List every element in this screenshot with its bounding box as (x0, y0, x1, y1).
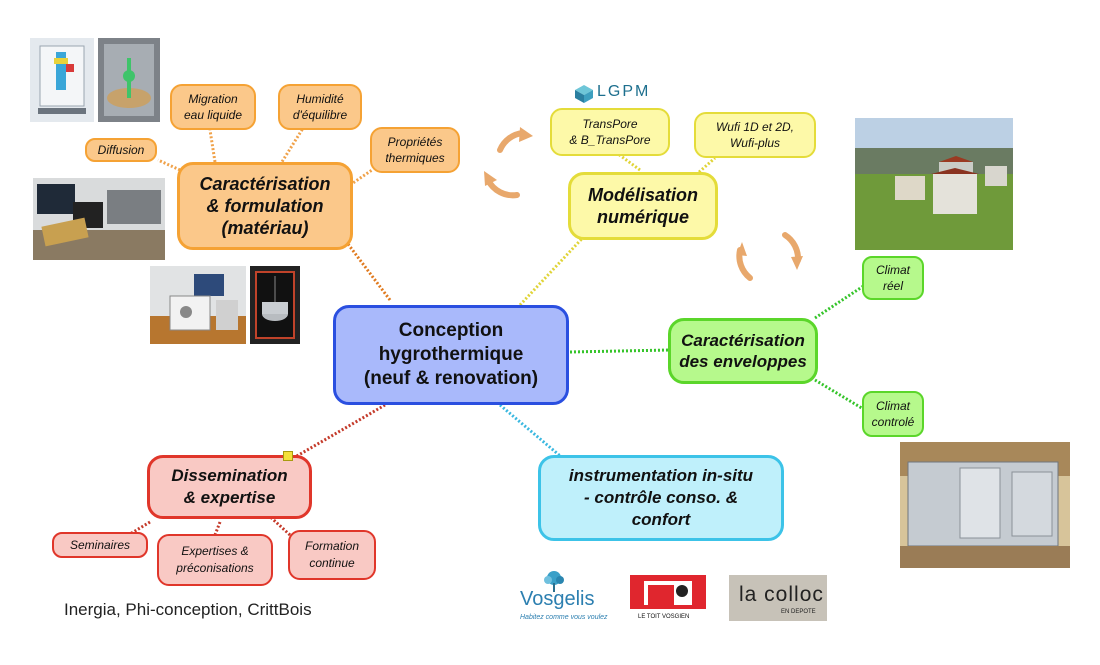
seminaires-label: Seminaires (69, 538, 131, 552)
climatic-chamber-illustration (900, 442, 1070, 568)
vosgelis-tagline: Habitez comme vous voulez (520, 614, 608, 621)
climat-controle-line-2: controlé (871, 415, 915, 429)
lgpm-logo-text: LGPM (597, 83, 651, 100)
transpore-line-1: TransPore (582, 117, 638, 131)
humidite-line-2: d'équilibre (292, 108, 348, 122)
center-line-2: hygrothermique (378, 344, 524, 365)
expertises-line-1: Expertises & (181, 544, 249, 558)
lab-instrument-illustration-1 (150, 266, 246, 344)
materiau-line-3: (matériau) (221, 218, 309, 238)
transpore-line-2: & B_TransPore (569, 133, 651, 147)
outdoor-test-cells-photo (855, 118, 1013, 250)
formation-line-1: Formation (304, 539, 360, 553)
diffusion-node: Diffusion (85, 138, 157, 162)
climat-controle-line-1: Climat (875, 399, 910, 413)
migration-line-1: Migration (188, 92, 238, 106)
formation-line-2: continue (309, 556, 355, 570)
attachment-marker (283, 451, 293, 461)
materiau-node: Caractérisation & formulation (matériau) (177, 162, 353, 250)
center-line-3: (neuf & renovation) (363, 368, 539, 389)
humidite-line-1: Humidité (296, 92, 344, 106)
vosgelis-logo-text: Vosgelis (520, 588, 595, 610)
lab-apparatus-photo-1 (30, 38, 94, 122)
toit-vosgien-logo: LE TOIT VOSGIEN (630, 575, 706, 627)
thermiques-node: Propriétés thermiques (370, 127, 460, 173)
climat-reel-node: Climat réel (862, 256, 924, 300)
modelisation-node: Modélisation numérique (568, 172, 718, 240)
partners-credit-text: Inergia, Phi-conception, CrittBois (64, 600, 312, 619)
instrumentation-line-2: - contrôle conso. & (584, 488, 738, 507)
modelisation-line-2: numérique (596, 207, 689, 227)
enveloppes-line-1: Caractérisation (681, 331, 805, 350)
modelisation-line-1: Modélisation (587, 185, 698, 205)
colloc-logo-subtext: EN DEPOTE (781, 609, 816, 615)
climat-reel-line-1: Climat (875, 263, 910, 277)
diffusion-label: Diffusion (97, 143, 145, 157)
wufi-line-2: Wufi-plus (729, 136, 780, 150)
lab-bench-photo (33, 178, 165, 260)
climatic-chamber-photo (900, 442, 1070, 568)
lab-instrument-illustration-2 (250, 266, 300, 344)
vosgelis-logo: Vosgelis Habitez comme vous voulez (520, 570, 610, 630)
center-line-1: Conception (398, 320, 504, 341)
migration-node: Migration eau liquide (170, 84, 256, 130)
transpore-node: TransPore & B_TransPore (550, 108, 670, 156)
instrumentation-line-3: confort (631, 510, 691, 529)
seminaires-node: Seminaires (52, 532, 148, 558)
vosgelis-tree-icon (544, 571, 564, 592)
instrumentation-line-1: instrumentation in-situ (568, 466, 754, 485)
lab-instrument-photo-1 (150, 266, 246, 344)
enveloppes-node: Caractérisation des enveloppes (668, 318, 818, 384)
lgpm-cube-icon (575, 85, 593, 103)
expertises-line-2: préconisations (176, 561, 254, 575)
instrumentation-node: instrumentation in-situ - contrôle conso… (538, 455, 784, 541)
humidite-node: Humidité d'équilibre (278, 84, 362, 130)
climat-reel-line-2: réel (882, 279, 903, 293)
migration-line-2: eau liquide (183, 108, 243, 122)
toit-vosgien-emblem-icon (630, 575, 706, 609)
lab-apparatus-photo-2 (98, 38, 160, 122)
thermiques-line-2: thermiques (385, 151, 445, 165)
apparatus-illustration-2 (98, 38, 160, 122)
apparatus-illustration-1 (30, 38, 94, 122)
wufi-node: Wufi 1D et 2D, Wufi-plus (694, 112, 816, 158)
climat-controle-node: Climat controlé (862, 391, 924, 437)
enveloppes-line-2: des enveloppes (679, 352, 807, 371)
formation-node: Formation continue (288, 530, 376, 580)
toit-vosgien-text: LE TOIT VOSGIEN (638, 614, 690, 620)
thermiques-line-1: Propriétés (387, 135, 443, 149)
dissemination-node: Dissemination & expertise (147, 455, 312, 519)
materiau-line-2: & formulation (206, 196, 324, 216)
expertises-node: Expertises & préconisations (157, 534, 273, 586)
colloc-logo-text: la colloc (739, 583, 824, 606)
materiau-line-1: Caractérisation (199, 174, 331, 194)
lgpm-logo: LGPM (574, 82, 664, 106)
center-node: Conception hygrothermique (neuf & renova… (333, 305, 569, 405)
colloc-logo: la colloc EN DEPOTE (729, 575, 827, 621)
lab-bench-illustration (33, 178, 165, 260)
dissemination-line-1: Dissemination (171, 466, 288, 485)
dissemination-line-2: & expertise (183, 488, 276, 507)
wufi-line-1: Wufi 1D et 2D, (715, 120, 795, 134)
lab-instrument-photo-2 (250, 266, 300, 344)
outdoor-test-cells-illustration (855, 118, 1013, 250)
